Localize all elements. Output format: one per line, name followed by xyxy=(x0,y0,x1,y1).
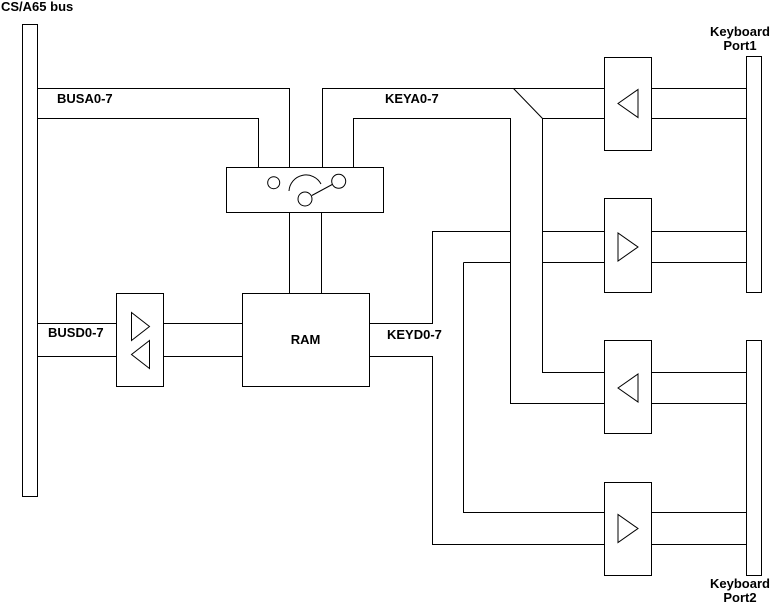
busa-bottom-line xyxy=(37,118,259,168)
switch-pivot-contact-icon xyxy=(297,191,313,207)
keyboard-port2-label-line1: Keyboard xyxy=(710,576,770,591)
keyboard-port2-label: Keyboard Port2 xyxy=(702,577,778,605)
keyd-bus-label: KEYD0-7 xyxy=(387,327,442,342)
port2-address-left-arrow-icon xyxy=(617,373,639,403)
keyd-bottom-line-down-branch xyxy=(369,356,605,545)
buffer-left-arrow-icon xyxy=(130,339,150,370)
keyboard-port1-bar xyxy=(746,56,762,293)
port2-address-buffer-box xyxy=(604,340,652,434)
keya-branch-diagonal-and-right xyxy=(513,88,605,373)
buffer3-to-port2-bus xyxy=(651,372,747,404)
busd-bus-wires xyxy=(37,323,243,357)
ram-label: RAM xyxy=(290,332,321,347)
bus-name-label: CS/A65 bus xyxy=(1,0,74,14)
keya-bus-label: KEYA0-7 xyxy=(385,91,439,106)
spdt-switch-icon xyxy=(267,173,347,207)
switch-left-contact-icon xyxy=(267,176,281,190)
buffer4-to-port2-bus xyxy=(651,512,747,545)
switch-to-ram-wires xyxy=(289,212,322,294)
port2-data-buffer-box xyxy=(604,482,652,576)
busa-bus-label: BUSA0-7 xyxy=(57,91,113,106)
buffer2-to-port1-bus xyxy=(651,231,747,263)
port1-address-left-arrow-icon xyxy=(617,88,639,119)
keyboard-port1-label-line2: Port1 xyxy=(723,38,757,53)
port1-data-buffer-box xyxy=(604,198,652,293)
keyd-bus-wires xyxy=(369,231,605,545)
keyboard-port1-label-line1: Keyboard xyxy=(710,24,770,39)
keyd-top-line-up-branch xyxy=(369,231,511,324)
ram-box xyxy=(242,293,370,387)
keyd-inner-vertical-down-branch xyxy=(463,262,605,513)
switch-rotation-arc-icon xyxy=(288,174,322,192)
port-side-wires xyxy=(651,88,747,545)
keyboard-port2-bar xyxy=(746,340,762,576)
keya-bottom-line-and-port2-branch-left xyxy=(353,118,605,404)
csa65-bus-bar xyxy=(22,24,38,497)
bidirectional-buffer-box xyxy=(116,293,164,387)
keya-top-line xyxy=(322,88,605,168)
buffer-right-arrow-icon xyxy=(131,311,151,342)
buffer1-to-port1-bus xyxy=(651,88,747,119)
busa-top-line xyxy=(37,88,290,168)
keyboard-port2-label-line2: Port2 xyxy=(723,590,757,605)
port1-data-right-arrow-icon xyxy=(617,232,639,262)
buffer-triangles xyxy=(130,88,639,544)
keyboard-port1-label: Keyboard Port1 xyxy=(702,25,778,53)
switch-right-contact-icon xyxy=(331,173,347,189)
busa-bus-wires xyxy=(37,88,290,168)
port1-address-buffer-box xyxy=(604,57,652,151)
busd-bus-label: BUSD0-7 xyxy=(48,325,104,340)
switch-lever-icon xyxy=(311,184,333,196)
keya-bus-wires xyxy=(322,88,605,404)
port2-data-right-arrow-icon xyxy=(617,513,639,544)
